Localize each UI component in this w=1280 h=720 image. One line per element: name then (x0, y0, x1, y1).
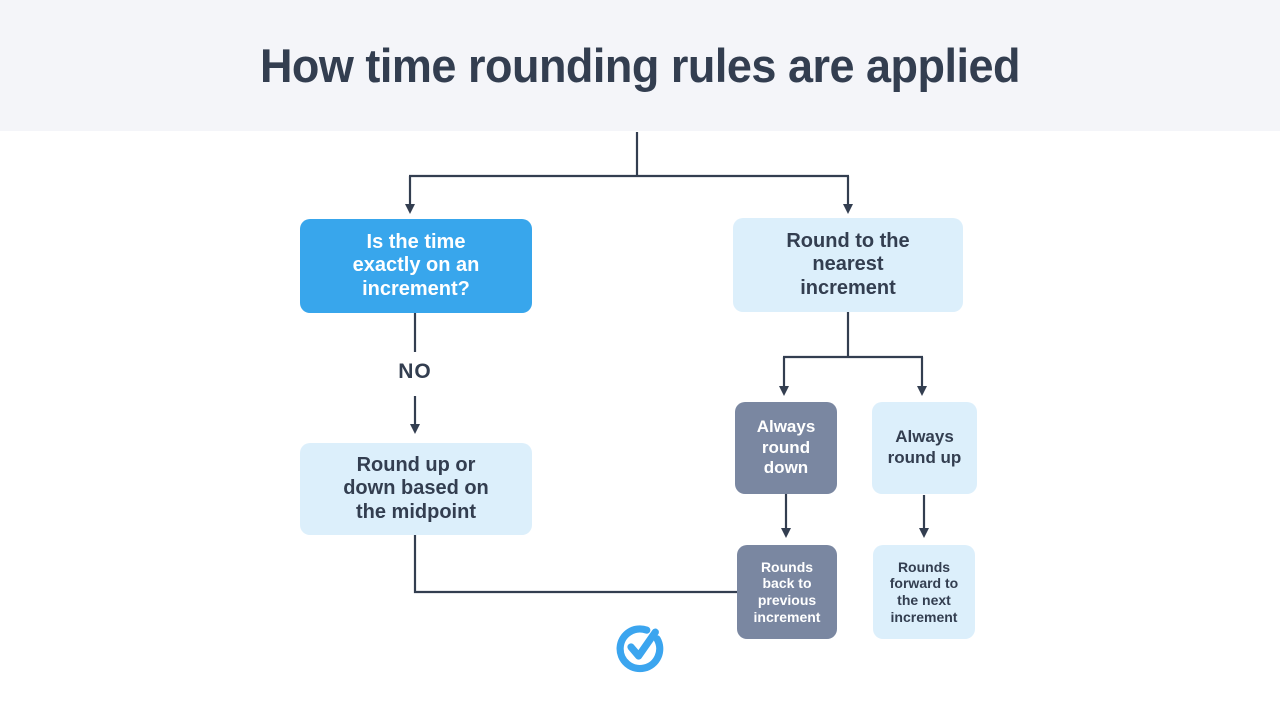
arrowhead-to-always-down (779, 386, 789, 396)
header-band: How time rounding rules are applied (0, 0, 1280, 131)
arrowhead-to-question (405, 204, 415, 214)
node-always-up-label: Always round up (887, 427, 962, 467)
node-midpoint-label: Round up or down based on the midpoint (343, 454, 489, 523)
arrowhead-to-forward (919, 528, 929, 538)
connector-midpoint-to-back (413, 535, 737, 594)
node-midpoint: Round up or down based on the midpoint (300, 443, 532, 535)
page-title: How time rounding rules are applied (259, 37, 1021, 92)
node-round-nearest-label: Round to the nearest increment (786, 230, 910, 299)
arrowhead-to-back (781, 528, 791, 538)
arrowhead-to-always-up (917, 386, 927, 396)
node-rounds-back: Rounds back to previous increment (737, 545, 837, 639)
node-always-down: Always round down (735, 402, 837, 494)
node-question-label: Is the time exactly on an increment? (352, 231, 480, 300)
node-always-up: Always round up (872, 402, 977, 494)
node-rounds-forward-label: Rounds forward to the next increment (889, 558, 959, 625)
node-rounds-back-label: Rounds back to previous increment (753, 558, 821, 625)
node-rounds-forward: Rounds forward to the next increment (873, 545, 975, 639)
arrowhead-to-midpoint (410, 424, 420, 434)
node-round-nearest: Round to the nearest increment (733, 218, 963, 312)
edge-label-no: NO (398, 360, 432, 383)
arrowhead-to-nearest (843, 204, 853, 214)
node-always-down-label: Always round down (756, 416, 816, 478)
node-question: Is the time exactly on an increment? (300, 219, 532, 313)
clock-check-icon (616, 625, 664, 673)
